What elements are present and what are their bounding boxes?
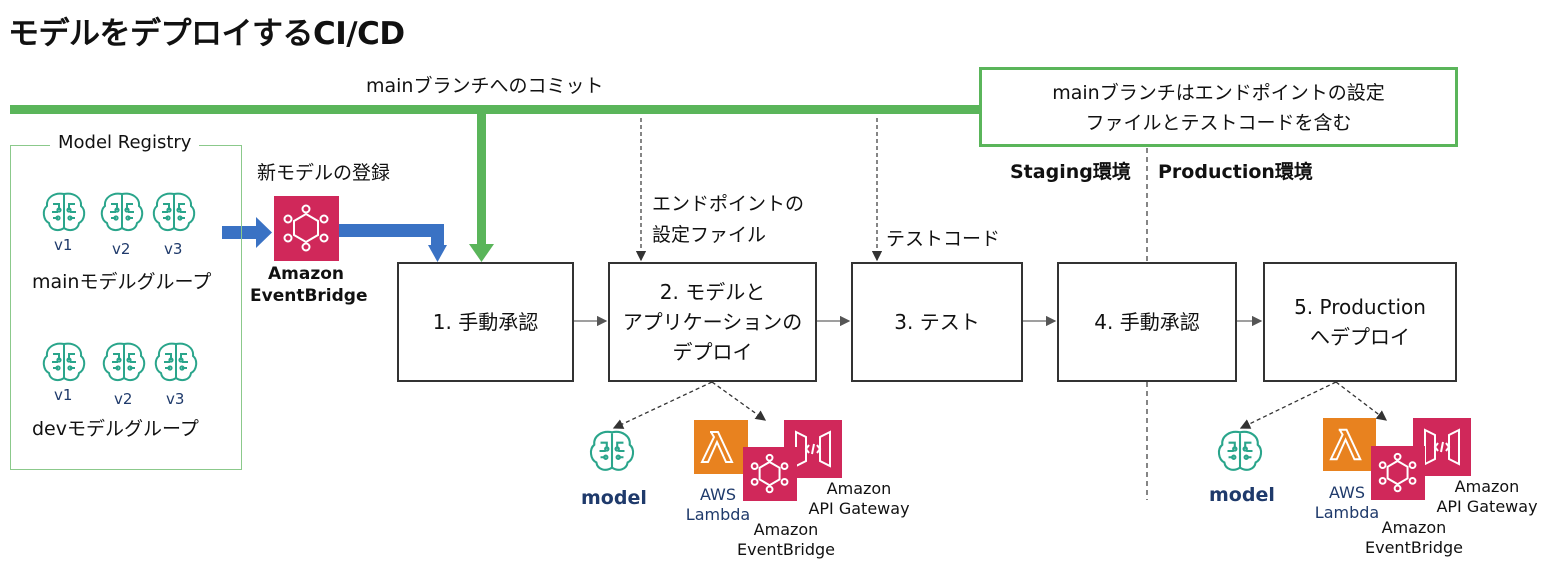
step-1-manual-approval: 1. 手動承認 (397, 262, 574, 382)
apigateway-label-staging-line1: Amazon (826, 479, 892, 498)
step-5-line1: 5. Production (1294, 295, 1426, 319)
lambda-label-production: AWS Lambda (1309, 483, 1385, 523)
eventbridge-to-step1-line (339, 224, 444, 237)
test-code-label: テストコード (886, 228, 1001, 250)
model-label-production: model (1209, 484, 1275, 506)
brain-icon-dev-v3 (154, 342, 198, 382)
eventbridge-to-step1-drop (431, 224, 444, 246)
eventbridge-label-line1: Amazon (267, 264, 345, 284)
step-3-line1: 3. テスト (894, 310, 980, 334)
lambda-icon-production (1323, 418, 1376, 471)
main-branch-arrowhead (469, 244, 494, 262)
step-2-line2: アプリケーションの (622, 310, 803, 334)
eventbridge-label-production-line1: Amazon (1381, 518, 1447, 537)
note-line1: mainブランチはエンドポイントの設定 (1052, 82, 1385, 104)
step-1-line1: 1. 手動承認 (432, 310, 539, 334)
registry-to-eventbridge-head (256, 217, 272, 248)
version-label-dev-v3: v3 (166, 390, 185, 408)
brain-icon-main-v1 (42, 192, 86, 232)
lambda-icon-staging (694, 420, 748, 474)
production-env-label: Production環境 (1158, 161, 1313, 183)
apigateway-label-production-line2: API Gateway (1436, 497, 1538, 516)
registry-to-eventbridge-line (222, 226, 258, 239)
model-brain-icon-staging (589, 430, 635, 471)
step5-to-model-dashed (1239, 381, 1337, 429)
dev-model-group-label: devモデルグループ (32, 418, 199, 440)
version-label-main-v2: v2 (112, 240, 131, 258)
eventbridge-icon (274, 196, 339, 261)
step-2-deploy-model-app: 2. モデルと アプリケーションの デプロイ (608, 262, 817, 382)
main-model-group-label: mainモデルグループ (32, 271, 212, 293)
note-line2: ファイルとテストコードを含む (1085, 112, 1352, 134)
eventbridge-label-staging-line2: EventBridge (737, 540, 835, 559)
version-label-dev-v2: v2 (114, 390, 133, 408)
eventbridge-icon-staging (743, 447, 797, 501)
lambda-label-staging-line2: Lambda (685, 505, 751, 524)
brain-icon-main-v2 (100, 192, 144, 232)
model-label-staging: model (581, 487, 647, 509)
step5-to-services-dashed (1335, 381, 1388, 421)
model-brain-icon-production (1217, 430, 1263, 471)
step-2-line3: デプロイ (672, 340, 753, 364)
brain-icon-main-v3 (152, 192, 196, 232)
lambda-label-production-line2: Lambda (1314, 503, 1380, 522)
page-title: モデルをデプロイするCI/CD (8, 16, 405, 52)
new-model-registration-label: 新モデルの登録 (257, 162, 391, 184)
staging-env-label: Staging環境 (1010, 161, 1131, 183)
note-box: mainブランチはエンドポイントの設定 ファイルとテストコードを含む (979, 67, 1458, 147)
lambda-label-staging: AWS Lambda (680, 485, 756, 525)
step-4-manual-approval: 4. 手動承認 (1057, 262, 1237, 382)
eventbridge-label-production-line2: EventBridge (1365, 538, 1463, 557)
eventbridge-label-staging-line1: Amazon (753, 520, 819, 539)
endpoint-config-line1: エンドポイントの (652, 193, 805, 215)
brain-icon-dev-v1 (42, 342, 86, 382)
apigateway-label-staging-line2: API Gateway (808, 499, 910, 518)
step-4-line1: 4. 手動承認 (1094, 310, 1200, 334)
apigateway-label-production-line1: Amazon (1454, 477, 1520, 496)
eventbridge-label-line2: EventBridge (250, 286, 368, 306)
step-2-line1: 2. モデルと (659, 280, 766, 304)
eventbridge-label: Amazon EventBridge (250, 263, 368, 307)
step2-to-services-dashed (711, 381, 767, 421)
model-registry-title: Model Registry (50, 132, 200, 153)
apigateway-label-production: Amazon API Gateway (1428, 477, 1546, 517)
endpoint-config-line2: 設定ファイル (652, 224, 767, 246)
endpoint-config-label: エンドポイントの 設定ファイル (652, 189, 804, 251)
eventbridge-to-step1-head (428, 245, 447, 262)
eventbridge-label-production: Amazon EventBridge (1362, 518, 1466, 558)
main-branch-to-step1 (477, 114, 486, 244)
brain-icon-dev-v2 (102, 342, 146, 382)
apigateway-label-staging: Amazon API Gateway (800, 479, 918, 519)
version-label-main-v1: v1 (54, 236, 73, 254)
lambda-label-staging-line1: AWS (699, 485, 737, 504)
eventbridge-icon-production (1371, 446, 1425, 500)
commit-label: mainブランチへのコミット (366, 75, 604, 97)
main-branch-line (10, 105, 985, 114)
step-3-test: 3. テスト (851, 262, 1023, 382)
lambda-label-production-line1: AWS (1328, 483, 1366, 502)
eventbridge-label-staging: Amazon EventBridge (734, 520, 838, 560)
step-5-deploy-production: 5. Production へデプロイ (1263, 262, 1457, 382)
version-label-main-v3: v3 (164, 240, 183, 258)
step-5-line2: へデプロイ (1309, 325, 1410, 349)
version-label-dev-v1: v1 (54, 386, 73, 404)
